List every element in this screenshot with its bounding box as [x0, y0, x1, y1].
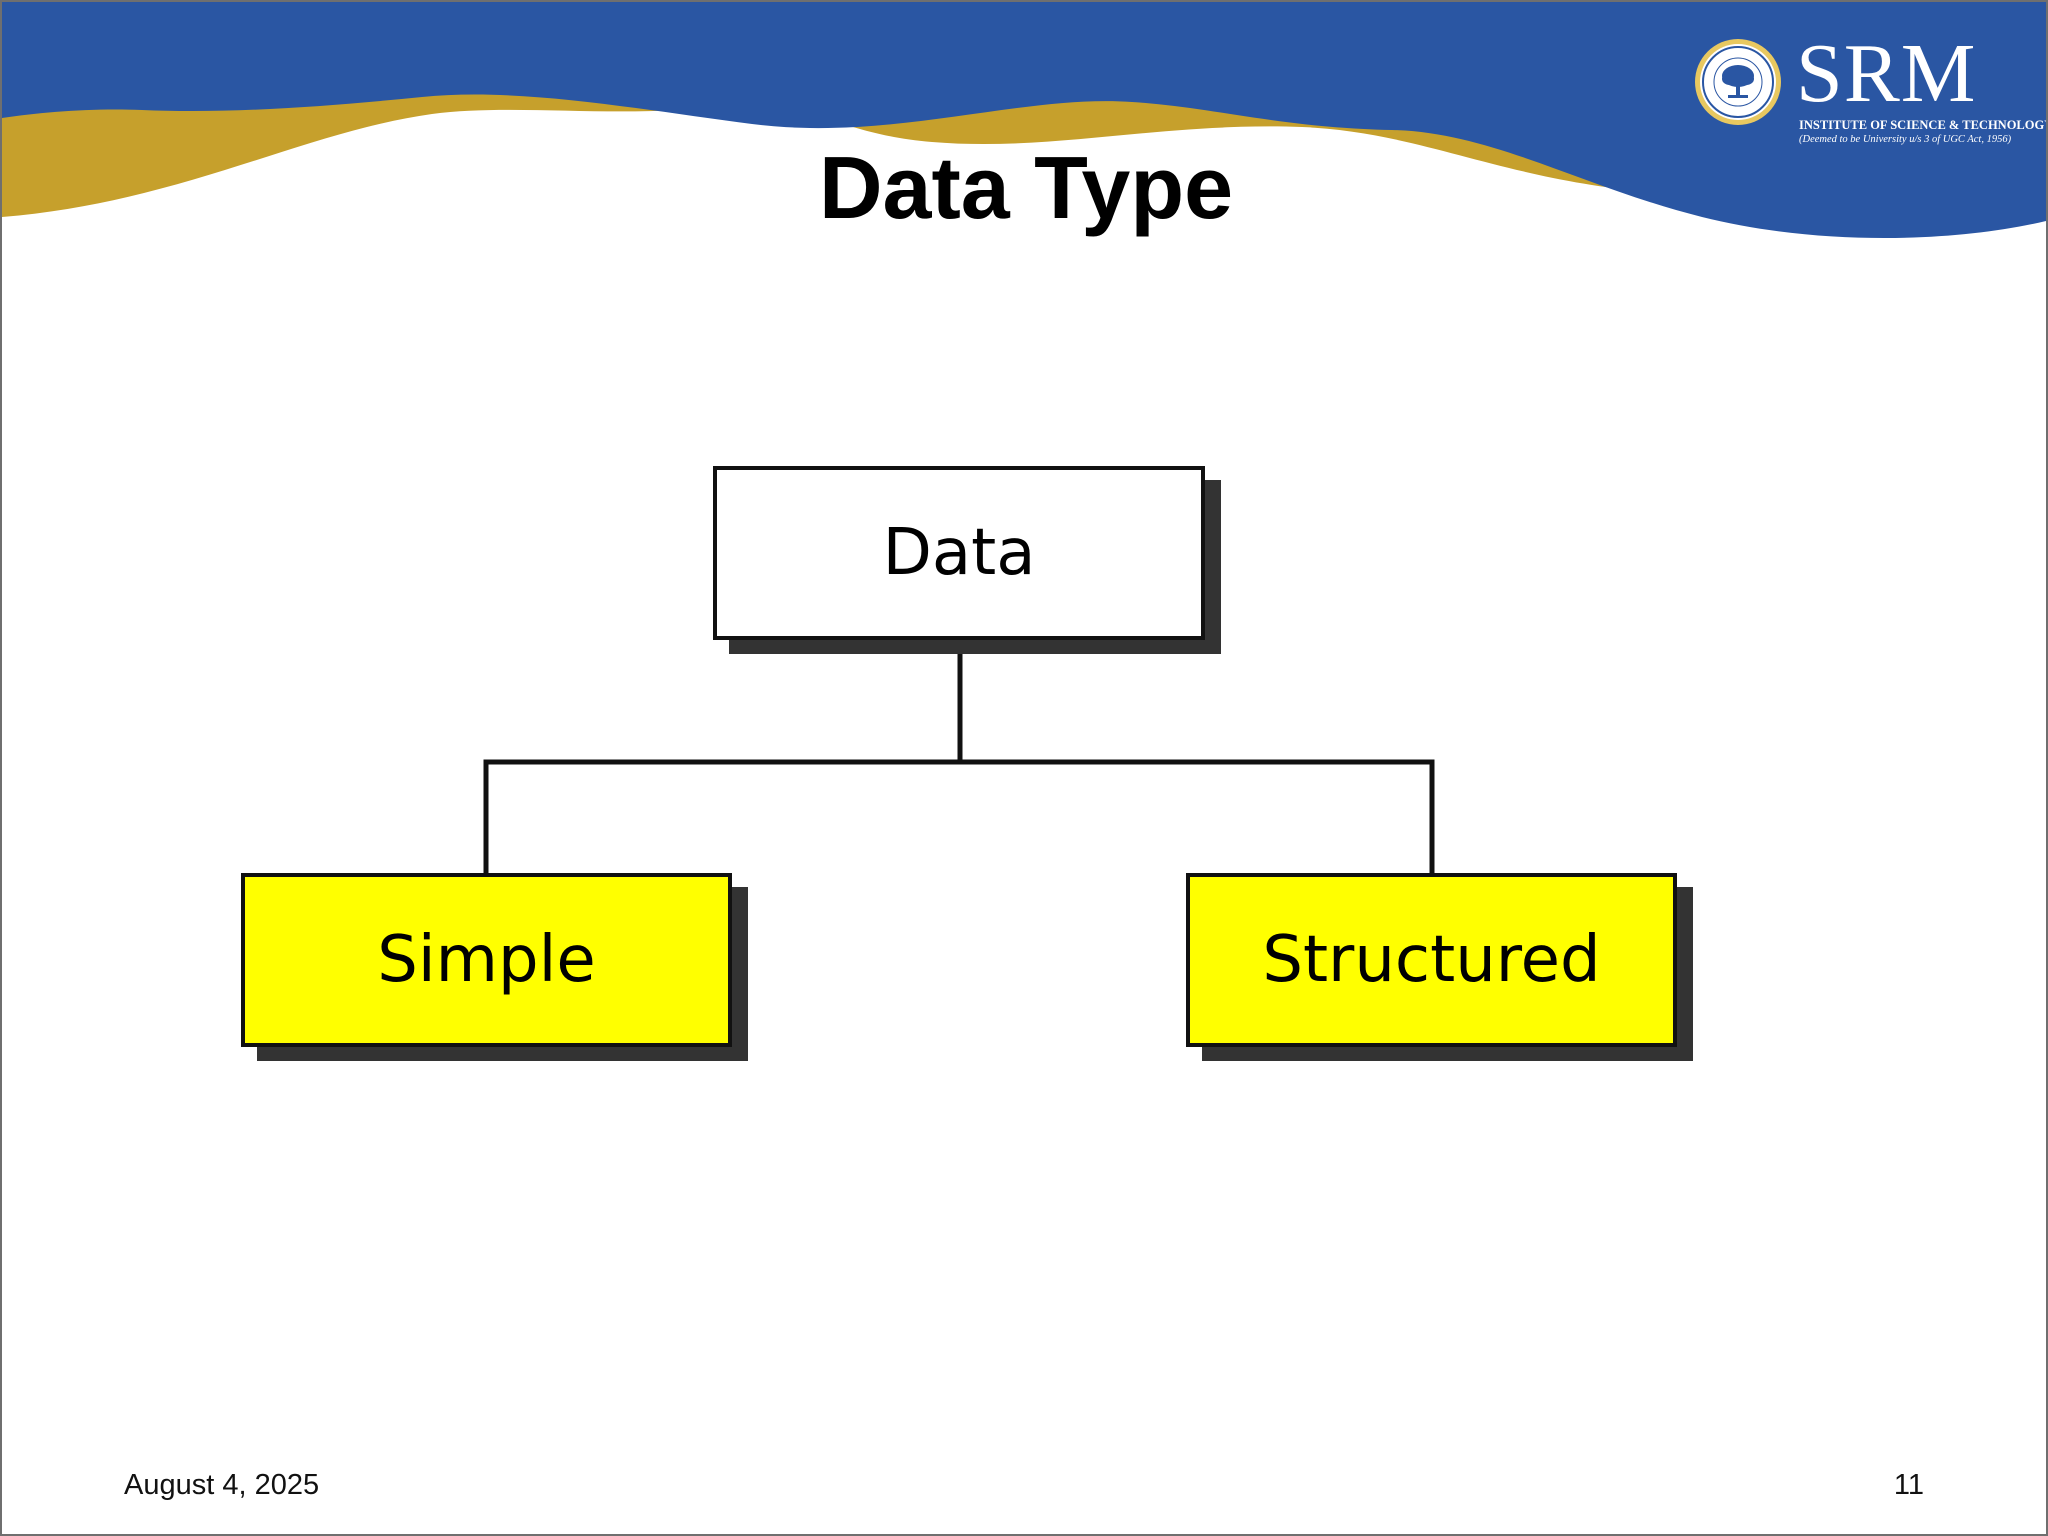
- srm-logo: SRM INSTITUTE OF SCIENCE & TECHNOLOGY (D…: [1694, 32, 2046, 150]
- footer-page-number: 11: [1893, 1469, 1924, 1501]
- logo-brand-text: SRM: [1796, 27, 1977, 120]
- node-structured: Structured: [1186, 873, 1677, 1047]
- logo-deemed-text: (Deemed to be University u/s 3 of UGC Ac…: [1799, 134, 2012, 145]
- logo-institute-text: INSTITUTE OF SCIENCE & TECHNOLOGY: [1799, 118, 2048, 132]
- blue-wave: [2, 2, 2046, 238]
- header-wave-banner: [2, 2, 2046, 262]
- footer-date: August 4, 2025: [124, 1469, 320, 1501]
- node-simple: Simple: [241, 873, 732, 1047]
- slide-title: Data Type: [818, 138, 1234, 237]
- node-data: Data: [713, 466, 1205, 640]
- tree-seal-icon: [1695, 39, 1781, 125]
